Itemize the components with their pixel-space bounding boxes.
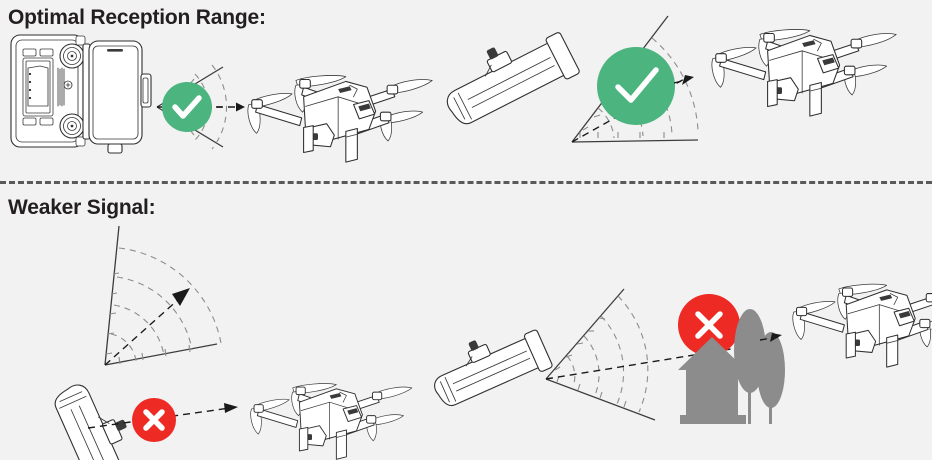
tree-silhouette-icon <box>757 332 785 424</box>
drone-illustration <box>792 283 932 368</box>
optimal-controller-scene <box>0 28 433 178</box>
handheld-directional-antenna-icon <box>434 329 553 407</box>
signal-path-line <box>87 403 238 429</box>
check-circle-icon <box>162 82 212 132</box>
direction-arrow-icon <box>673 75 694 85</box>
optimal-range-heading: Optimal Reception Range: <box>8 6 266 29</box>
house-silhouette-icon <box>678 337 746 424</box>
remote-controller-with-phone-icon <box>10 34 152 154</box>
signal-cone-upward <box>104 225 222 366</box>
section-divider <box>0 181 932 184</box>
drone-illustration <box>247 75 433 163</box>
direction-arrow-icon <box>216 102 245 112</box>
optimal-antenna-scene <box>420 0 932 180</box>
check-circle-icon <box>597 47 675 125</box>
handheld-directional-antenna-upright-icon <box>54 384 128 460</box>
handheld-directional-antenna-icon <box>446 32 580 125</box>
x-circle-icon <box>678 294 740 356</box>
drone-illustration <box>711 29 897 117</box>
drone-illustration <box>250 383 413 460</box>
weaker-signal-obstructed-scene <box>420 260 932 460</box>
x-circle-icon <box>132 398 176 442</box>
weaker-signal-heading: Weaker Signal: <box>8 196 156 219</box>
weaker-signal-misaimed-scene <box>0 222 420 460</box>
direction-arrow-icon <box>759 333 782 342</box>
